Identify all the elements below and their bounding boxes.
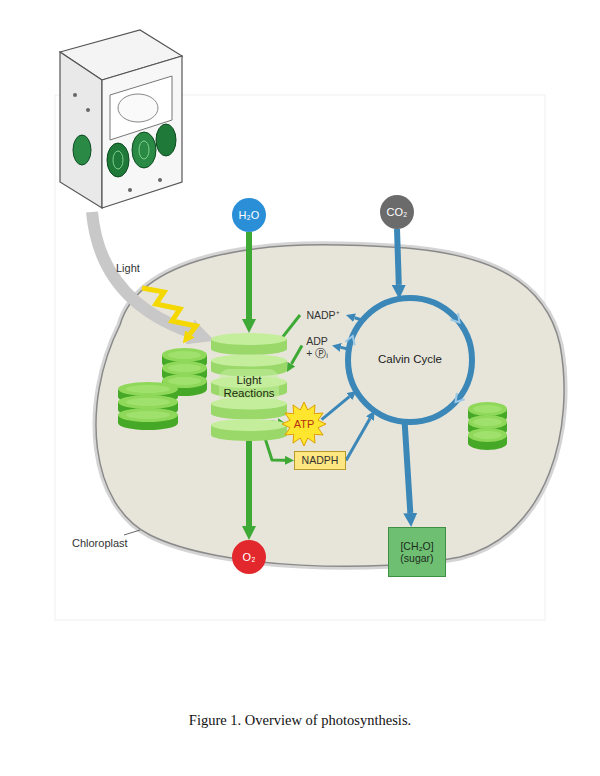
figure-caption: Figure 1. Overview of photosynthesis. [0,712,600,729]
text-holder: ADP + Ⓟᵢ [302,332,332,362]
flow-arrow [346,419,370,461]
text-holder: Chloroplast [72,537,128,550]
water-input: H₂O [231,197,267,233]
text-holder: NADPH [294,451,346,470]
node-text: ADP + Ⓟᵢ [302,335,332,359]
nadph-box: NADPH [294,451,346,470]
flow-arrow [397,229,399,285]
flow-arrow [264,436,285,461]
flow-arrow [341,347,349,349]
node-text: NADPH [302,454,339,466]
text-holder: Light Reactions [211,333,287,441]
text-holder: O₂ [231,539,267,575]
adp-label: ADP + Ⓟᵢ [302,332,332,362]
calvin-cycle: Calvin Cycle [345,295,475,425]
light-label: Light [116,262,140,274]
light-reactions-stack: Light Reactions [211,333,287,441]
node-text: O₂ [243,551,256,564]
text-holder: NADP⁺ [300,307,346,324]
text-holder: H₂O [231,197,267,233]
flow-arrow [355,318,363,320]
node-text: Light Reactions [216,374,282,400]
sugar-box: [CH₂O] (sugar) [388,527,446,577]
flow-arrow [322,397,350,420]
text-holder: CO₂ [379,194,415,230]
chloroplast-label: Chloroplast [72,537,128,550]
text-holder: ATP [282,402,326,446]
flow-arrow [281,315,300,339]
text-holder: [CH₂O] (sugar) [388,527,446,577]
node-text: CO₂ [387,206,408,219]
node-text: Calvin Cycle [378,353,442,366]
node-text: H₂O [239,209,260,222]
node-text: ATP [294,418,315,431]
node-text: NADP⁺ [306,309,339,321]
node-text: [CH₂O] (sugar) [392,540,442,564]
nadp-label: NADP⁺ [300,307,346,324]
flow-arrow [270,422,277,423]
flow-arrow [405,422,411,513]
atp-star: ATP [282,402,326,446]
flow-arrow [246,441,252,526]
flow-arrow [291,346,302,365]
flow-arrow [246,232,252,319]
carbon-dioxide-input: CO₂ [379,194,415,230]
text-holder: Calvin Cycle [345,295,475,425]
oxygen-output: O₂ [231,539,267,575]
